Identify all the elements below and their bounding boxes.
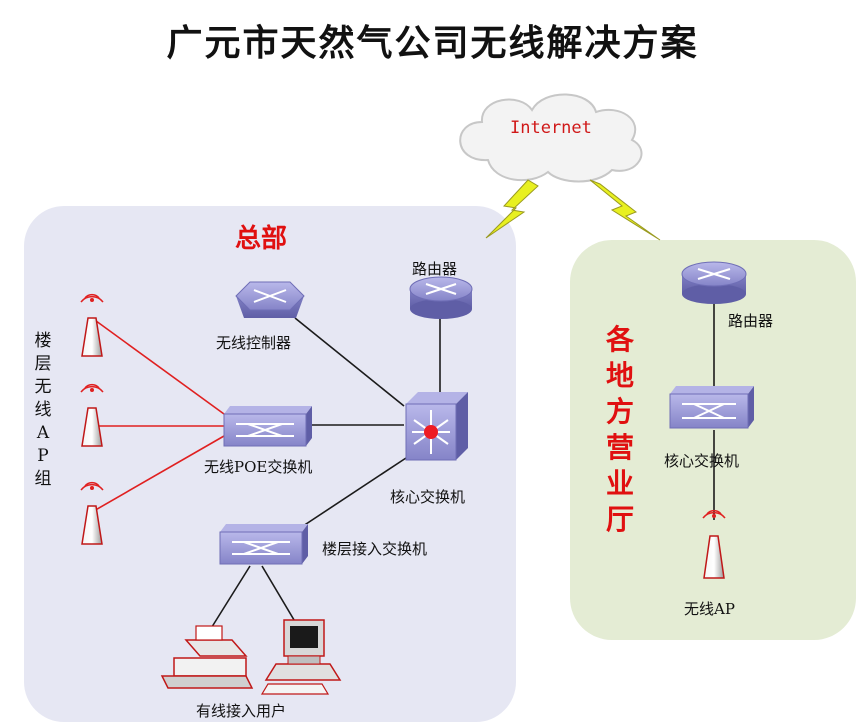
poe-switch-label: 无线POE交换机	[204, 458, 313, 476]
floor-switch-icon	[219, 524, 308, 565]
floor-switch-label: 楼层接入交换机	[322, 540, 428, 558]
branch-core-switch-icon	[669, 386, 754, 429]
wan-lightning-branch	[589, 179, 661, 241]
internet-cloud	[459, 93, 643, 183]
branch-ap-label: 无线AP	[684, 600, 735, 618]
wan-lightning-hq	[485, 179, 539, 239]
hq-router-label: 路由器	[412, 260, 458, 278]
hq-core-switch-icon	[405, 392, 468, 461]
ap-links	[91, 317, 225, 513]
computer-icon	[260, 619, 342, 695]
internet-label: Internet	[510, 118, 592, 138]
branch-router-label: 路由器	[728, 312, 774, 330]
branch-ap-icon	[702, 509, 726, 579]
hq-core-switch-label: 核心交换机	[390, 488, 466, 506]
poe-switch-icon	[223, 406, 312, 447]
hq-label: 总部	[235, 224, 288, 254]
wired-users-label: 有线接入用户	[196, 702, 287, 720]
ap-icon	[80, 481, 104, 545]
branch-core-switch-label: 核心交换机	[664, 452, 740, 470]
wireless-controller-icon	[235, 281, 305, 318]
ap-group-label: 楼层无线AP组	[34, 331, 52, 489]
ap-icon	[80, 383, 104, 447]
hq-router-icon	[409, 276, 473, 319]
wireless-controller-label: 无线控制器	[216, 334, 292, 352]
printer-icon	[160, 625, 254, 689]
page-title: 广元市天然气公司无线解决方案	[166, 22, 699, 64]
branch-label: 各地方营业厅	[605, 323, 634, 536]
ap-icon	[80, 293, 104, 357]
branch-router-icon	[681, 261, 747, 304]
